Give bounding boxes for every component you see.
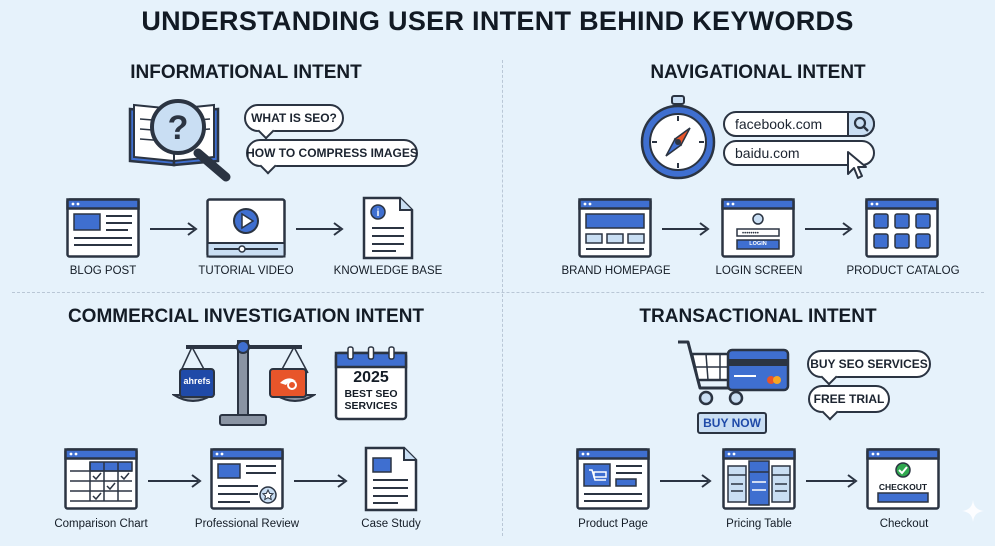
transactional-title: TRANSACTIONAL INTENT bbox=[639, 306, 877, 327]
search-button[interactable] bbox=[847, 111, 875, 137]
professional-review-icon bbox=[210, 448, 284, 510]
svg-text:?: ? bbox=[168, 109, 189, 147]
product-page-icon bbox=[576, 448, 650, 510]
step-case-study: Case Study bbox=[361, 518, 421, 530]
arrow-right-icon bbox=[662, 222, 710, 236]
tutorial-video-icon bbox=[206, 198, 286, 258]
calendar-icon bbox=[334, 346, 408, 421]
svg-text:••••••••: •••••••• bbox=[742, 231, 759, 237]
arrow-right-icon bbox=[660, 474, 712, 488]
balance-scale-icon bbox=[172, 340, 316, 426]
bubble-compress-images: HOW TO COMPRESS IMAGES bbox=[246, 139, 418, 167]
navigational-title: NAVIGATIONAL INTENT bbox=[650, 62, 866, 83]
ahrefs-logo-text: ahrefs bbox=[183, 376, 211, 386]
calendar-line-2: SERVICES bbox=[344, 400, 398, 412]
step-pricing-table: Pricing Table bbox=[726, 518, 792, 530]
commercial-title: COMMERCIAL INVESTIGATION INTENT bbox=[67, 306, 425, 327]
step-knowledge-base: KNOWLEDGE BASE bbox=[333, 265, 443, 277]
arrow-right-icon bbox=[294, 474, 348, 488]
login-screen-icon: •••••••• bbox=[721, 198, 795, 258]
credit-card-icon bbox=[726, 348, 790, 392]
step-brand-homepage: BRAND HOMEPAGE bbox=[561, 265, 671, 277]
divider-vertical bbox=[502, 60, 503, 536]
svg-text:i: i bbox=[377, 208, 380, 219]
bubble-what-is-seo: WHAT IS SEO? bbox=[244, 104, 344, 132]
brand-homepage-icon bbox=[578, 198, 652, 258]
search-icon bbox=[853, 116, 869, 132]
login-button-text: LOGIN bbox=[749, 241, 767, 247]
bubble-buy-seo-services: BUY SEO SERVICES bbox=[807, 350, 931, 378]
step-login-screen: LOGIN SCREEN bbox=[715, 265, 803, 277]
pricing-table-icon bbox=[722, 448, 796, 510]
calendar-year: 2025 bbox=[353, 369, 389, 386]
divider-horizontal bbox=[12, 292, 984, 293]
search-text-baidu: baidu.com bbox=[735, 145, 800, 161]
buy-now-button[interactable]: BUY NOW bbox=[697, 412, 767, 434]
arrow-right-icon bbox=[150, 222, 198, 236]
step-tutorial-video: TUTORIAL VIDEO bbox=[198, 265, 294, 277]
product-catalog-icon bbox=[865, 198, 939, 258]
comparison-chart-icon bbox=[64, 448, 138, 510]
calendar-line-1: BEST SEO bbox=[344, 388, 398, 400]
step-checkout: Checkout bbox=[879, 518, 929, 530]
arrow-right-icon bbox=[806, 474, 858, 488]
step-blog-post: BLOG POST bbox=[69, 265, 137, 277]
checkout-screen-icon bbox=[866, 448, 940, 510]
search-text-facebook: facebook.com bbox=[735, 116, 823, 132]
cursor-pointer-icon bbox=[847, 151, 867, 179]
step-product-catalog: PRODUCT CATALOG bbox=[846, 265, 960, 277]
step-product-page: Product Page bbox=[578, 518, 648, 530]
sparkle-icon bbox=[962, 500, 984, 522]
blog-post-icon bbox=[66, 198, 140, 258]
step-professional-review: Professional Review bbox=[194, 518, 300, 530]
checkout-screen-label: CHECKOUT bbox=[878, 482, 928, 492]
search-bar-facebook[interactable]: facebook.com bbox=[723, 111, 875, 137]
arrow-right-icon bbox=[805, 222, 853, 236]
informational-title: INFORMATIONAL INTENT bbox=[130, 62, 362, 83]
arrow-right-icon bbox=[148, 474, 202, 488]
compass-icon bbox=[640, 95, 716, 180]
bubble-free-trial: FREE TRIAL bbox=[808, 385, 890, 413]
knowledge-base-document-icon: i bbox=[362, 196, 414, 260]
book-magnifier-icon: ? bbox=[128, 99, 231, 182]
page-title: UNDERSTANDING USER INTENT BEHIND KEYWORD… bbox=[141, 6, 854, 36]
arrow-right-icon bbox=[296, 222, 344, 236]
step-comparison-chart: Comparison Chart bbox=[54, 518, 148, 530]
case-study-document-icon bbox=[364, 446, 418, 512]
